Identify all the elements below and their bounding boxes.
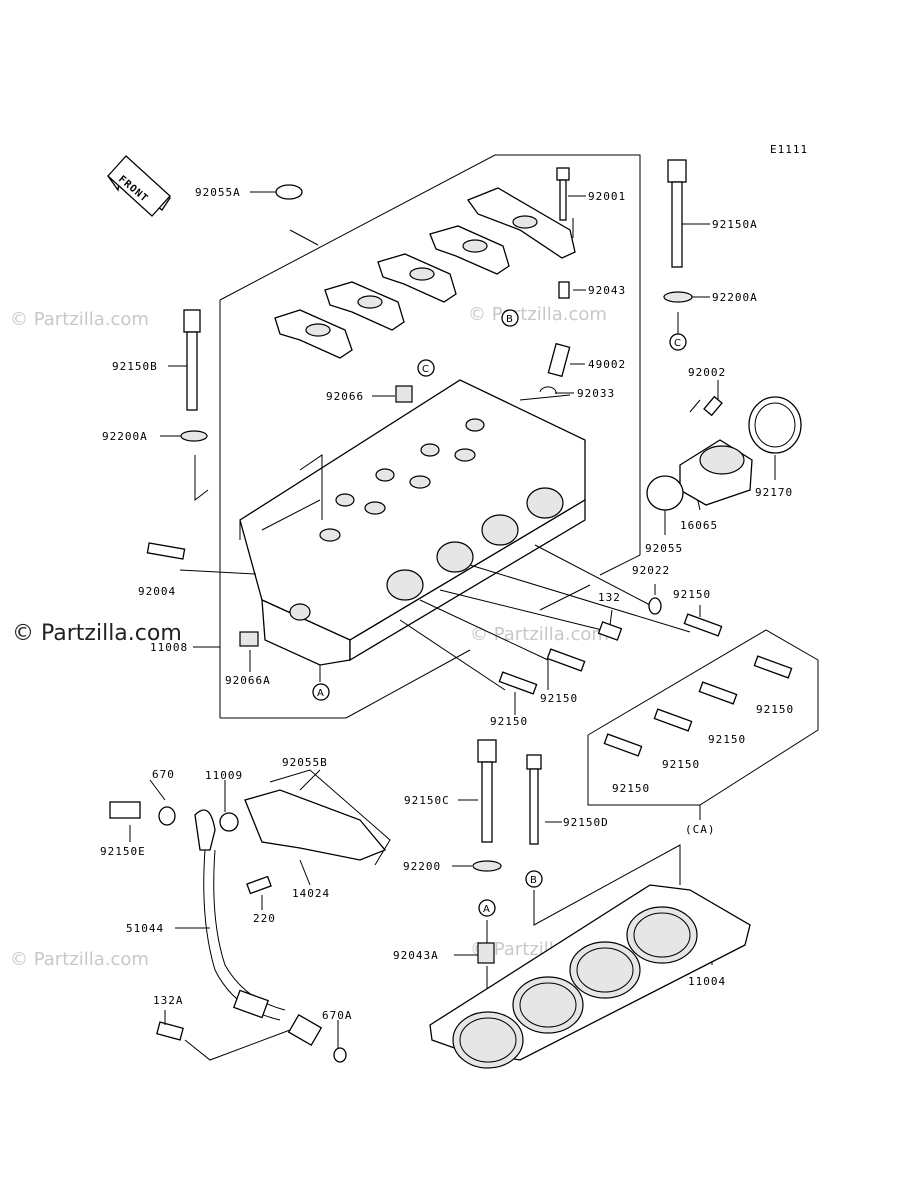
- bolt-92001: [556, 167, 570, 299]
- label-92002: 92002: [688, 366, 726, 379]
- callout-a-letter: A: [317, 688, 324, 699]
- label-92150-c3: 92150: [662, 758, 700, 771]
- label-670a: 670A: [322, 1009, 353, 1022]
- label-92150b: 92150B: [112, 360, 158, 373]
- label-92200: 92200: [403, 860, 441, 873]
- intake-holder-16065: [679, 395, 753, 506]
- head-assembly-frame: [219, 154, 641, 719]
- label-92055: 92055: [645, 542, 683, 555]
- callout-b-lower: B: [530, 875, 537, 886]
- label-92150-c4: 92150: [612, 782, 650, 795]
- label-ca: (CA): [685, 823, 716, 836]
- bolt-92150-a: [498, 671, 538, 695]
- label-132: 132: [598, 591, 621, 604]
- bolt-92150-c3: [653, 708, 693, 732]
- label-11004: 11004: [688, 975, 726, 988]
- callout-b-letter: B: [506, 314, 513, 325]
- bolt-92150-c1: [753, 655, 793, 679]
- label-92055b: 92055B: [282, 756, 328, 769]
- bolt-92150d: B: [525, 754, 543, 888]
- bolt-92150c: A: [472, 739, 502, 964]
- washer-92022: [648, 597, 662, 615]
- bolt-92150a: C: [663, 159, 693, 351]
- watermark-top-left: © Partzilla.com: [10, 309, 149, 330]
- label-92033: 92033: [577, 387, 615, 400]
- watermark-bottom-left: © Partzilla.com: [10, 949, 149, 970]
- clip-92033: [539, 386, 557, 395]
- label-51044: 51044: [126, 922, 164, 935]
- label-92043a: 92043A: [393, 949, 439, 962]
- label-670: 670: [152, 768, 175, 781]
- label-92150-r1: 92150: [673, 588, 711, 601]
- plug-92066a: [239, 631, 259, 647]
- o-ring-92055: [646, 475, 684, 511]
- label-92150-b: 92150: [540, 692, 578, 705]
- label-92022: 92022: [632, 564, 670, 577]
- plug-92066: [395, 385, 413, 403]
- label-220: 220: [253, 912, 276, 925]
- bolt-92150-c4: [603, 733, 643, 757]
- label-92150-c1: 92150: [756, 703, 794, 716]
- watermark-top-mid: © Partzilla.com: [468, 304, 607, 325]
- label-132a: 132A: [153, 994, 184, 1007]
- label-92170: 92170: [755, 486, 793, 499]
- clamp-92170: [748, 396, 802, 454]
- callout-b: B: [501, 309, 519, 327]
- callout-a: A: [312, 683, 330, 701]
- bolt-92150-c2: [698, 681, 738, 705]
- bolt-132: [597, 621, 623, 641]
- watermark-mid: © Partzilla.com: [470, 624, 609, 645]
- watermark-left: © Partzilla.com: [12, 621, 182, 646]
- bolt-92150-b: [546, 648, 586, 672]
- label-92200a-left: 92200A: [102, 430, 148, 443]
- diagram-code: E1111: [770, 143, 808, 156]
- ca-bracket: [587, 629, 819, 820]
- label-92150a: 92150A: [712, 218, 758, 231]
- label-92150e: 92150E: [100, 845, 146, 858]
- cylinder-head: [239, 379, 586, 666]
- callout-a-lower: A: [483, 904, 490, 915]
- label-49002: 49002: [588, 358, 626, 371]
- valve-guide-49002: [547, 342, 571, 378]
- camshaft-caps: [274, 187, 576, 359]
- label-16065: 16065: [680, 519, 718, 532]
- label-92200a-top: 92200A: [712, 291, 758, 304]
- label-92055a: 92055A: [195, 186, 241, 199]
- label-11008: 11008: [150, 641, 188, 654]
- bolt-92150b: [180, 309, 208, 442]
- label-92150-a: 92150: [490, 715, 528, 728]
- label-14024: 14024: [292, 887, 330, 900]
- head-gasket-11004: [429, 884, 751, 1069]
- label-92150d: 92150D: [563, 816, 609, 829]
- label-92066: 92066: [326, 390, 364, 403]
- callout-c-top: C: [674, 338, 681, 349]
- label-92150-c2: 92150: [708, 733, 746, 746]
- o-ring-92055a: [275, 184, 303, 200]
- callout-c: C: [417, 359, 435, 377]
- oil-pipe-assembly: [109, 769, 391, 1063]
- label-92004: 92004: [138, 585, 176, 598]
- label-92066a: 92066A: [225, 674, 271, 687]
- label-92150c: 92150C: [404, 794, 450, 807]
- callout-c-letter: C: [422, 364, 429, 375]
- stud-92004: [146, 542, 186, 560]
- bolt-92150-r1: [683, 613, 723, 637]
- label-11009: 11009: [205, 769, 243, 782]
- leader-lines: [160, 191, 776, 715]
- part-labels: 92055A 92001 92150A 92043 92200A 92150B …: [100, 186, 794, 1022]
- label-92001: 92001: [588, 190, 626, 203]
- label-92043: 92043: [588, 284, 626, 297]
- front-arrow-icon: FRONT: [107, 155, 171, 217]
